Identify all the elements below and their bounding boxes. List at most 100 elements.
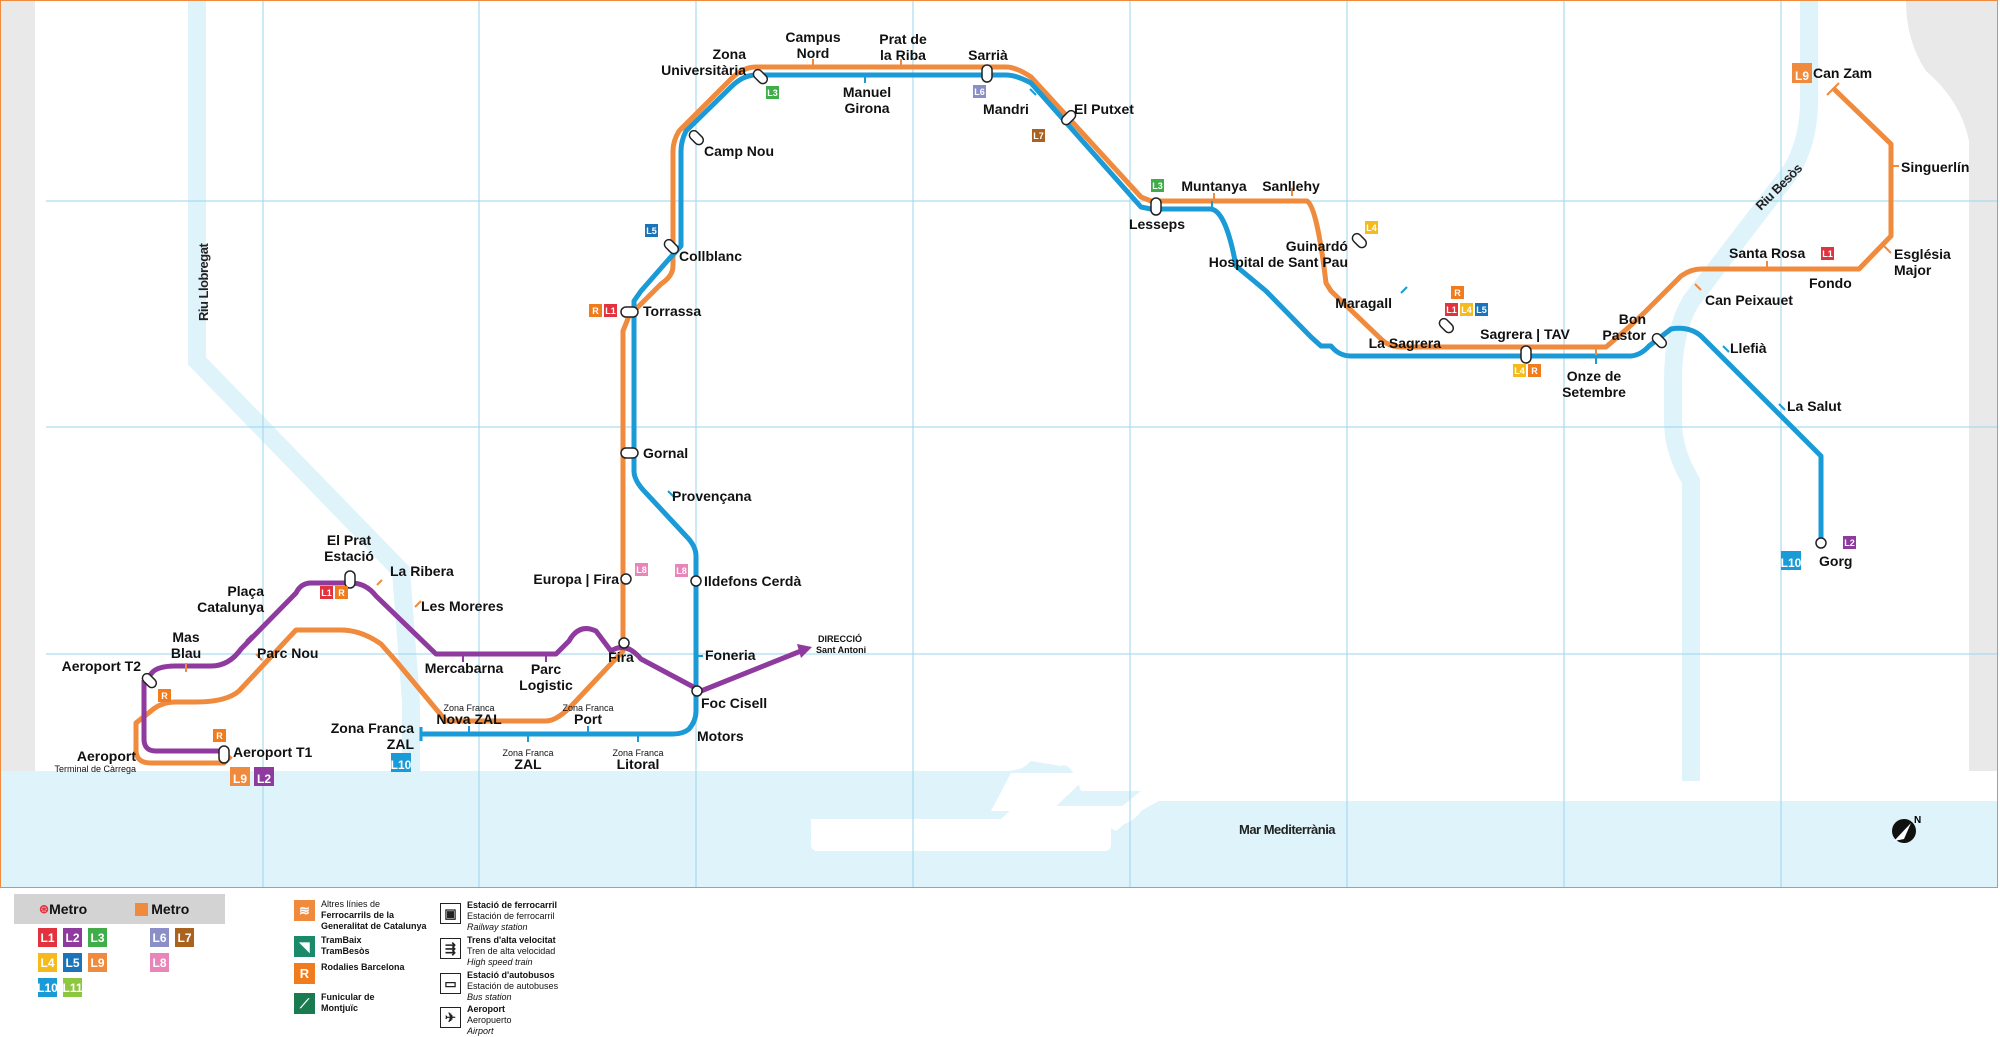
station-label-zona-universitaria[interactable]: Universitària <box>661 62 746 78</box>
station-label-singuerlin[interactable]: Singuerlín <box>1901 159 1969 175</box>
station-label-zona-universitaria[interactable]: Zona <box>713 46 747 62</box>
station-label-fira[interactable]: Fira <box>608 649 634 665</box>
station-label-onze-de-setembre[interactable]: Onze de <box>1567 368 1622 384</box>
station-label-camp-nou[interactable]: Camp Nou <box>704 143 774 159</box>
station-label-zona-franca-zal[interactable]: Zona Franca <box>331 720 414 736</box>
direction-line1: DIRECCIÓ <box>818 633 862 644</box>
line-badge-l3: L3 <box>766 86 779 99</box>
land-right-low <box>1969 396 1997 776</box>
station-label-aeroport-t1[interactable]: Aeroport T1 <box>233 744 313 760</box>
svg-text:L1: L1 <box>605 306 616 316</box>
station-label-provencana[interactable]: Provençana <box>672 488 752 504</box>
station-label-prat-de-la-riba[interactable]: la Riba <box>880 47 926 63</box>
line-badge-r: R <box>158 689 171 702</box>
station-label-lesseps[interactable]: Lesseps <box>1129 216 1185 232</box>
station-label-sagrera-tav[interactable]: Sagrera | TAV <box>1480 326 1570 342</box>
station-label-foneria[interactable]: Foneria <box>705 647 756 663</box>
station-label-llefia[interactable]: Llefià <box>1730 340 1767 356</box>
legend-badge-l7: L7 <box>175 928 194 947</box>
station-label-foc-cisell[interactable]: Foc Cisell <box>701 695 767 711</box>
station-label-les-moreres[interactable]: Les Moreres <box>421 598 504 614</box>
station-label-maragall[interactable]: Maragall <box>1335 295 1392 311</box>
svg-text:R: R <box>161 691 168 701</box>
svg-text:R: R <box>1531 366 1538 376</box>
station-label-ildefons-cerda[interactable]: Ildefons Cerdà <box>704 573 801 589</box>
line-badge-l4: L4 <box>1513 364 1526 377</box>
station-label-muntanya[interactable]: Muntanya <box>1181 178 1247 194</box>
station-label-parc-logistic[interactable]: Parc <box>531 661 562 677</box>
station-label-gornal[interactable]: Gornal <box>643 445 688 461</box>
interchanges <box>141 64 1668 764</box>
station-label-prat-de-la-riba[interactable]: Prat de <box>879 31 927 47</box>
station-label-la-ribera[interactable]: La Ribera <box>390 563 454 579</box>
station-label-guinardo[interactable]: Guinardó <box>1286 238 1348 254</box>
station-label-mas-blau[interactable]: Blau <box>171 645 201 661</box>
station-label-zal[interactable]: ZAL <box>514 756 542 772</box>
station-label-sarria[interactable]: Sarrià <box>968 47 1008 63</box>
station-label-esglesia-major[interactable]: Major <box>1894 262 1932 278</box>
station-label-campus-nord[interactable]: Campus <box>785 29 840 45</box>
legend-badge-l10: L10 <box>37 978 58 997</box>
svg-text:L9: L9 <box>1795 69 1809 83</box>
station-label-el-prat-estacio[interactable]: El Prat <box>327 532 372 548</box>
fgc-metro-icon <box>135 902 149 916</box>
line-badge-r: R <box>589 304 602 317</box>
station-label-sanllehy[interactable]: Sanllehy <box>1262 178 1320 194</box>
line-badge-l4: L4 <box>1365 221 1378 234</box>
legend-badge-l9: L9 <box>88 953 107 972</box>
station-label-aeroport[interactable]: Aeroport <box>77 748 136 764</box>
station-label-collblanc[interactable]: Collblanc <box>679 248 742 264</box>
direction-line2: Sant Antoni <box>816 645 866 655</box>
station-label-litoral[interactable]: Litoral <box>617 756 660 772</box>
north-label: N <box>1914 815 1921 826</box>
legend-funicular-icon: ⟋ <box>294 993 315 1014</box>
port-land <box>811 771 1997 826</box>
line-badge-l10: L10 <box>391 753 412 772</box>
station-label-gorg[interactable]: Gorg <box>1819 553 1852 569</box>
svg-text:L1: L1 <box>1822 249 1833 259</box>
station-label-esglesia-major[interactable]: Església <box>1894 246 1951 262</box>
station-label-motors[interactable]: Motors <box>697 728 744 744</box>
station-label-placa-catalunya[interactable]: Catalunya <box>197 599 264 615</box>
svg-text:L4: L4 <box>1514 366 1525 376</box>
station-label-bon-pastor[interactable]: Pastor <box>1602 327 1646 343</box>
svg-text:L4: L4 <box>1461 305 1472 315</box>
station-label-nova-zal[interactable]: Nova ZAL <box>436 711 502 727</box>
station-label-can-zam[interactable]: Can Zam <box>1813 65 1872 81</box>
legend-badge-l5: L5 <box>63 953 82 972</box>
station-label-port[interactable]: Port <box>574 711 602 727</box>
station-label-parc-logistic[interactable]: Logistic <box>519 677 573 693</box>
station-label-can-peixauet[interactable]: Can Peixauet <box>1705 292 1793 308</box>
station-label-parc-nou[interactable]: Parc Nou <box>257 645 318 661</box>
station-label-el-putxet[interactable]: El Putxet <box>1074 101 1134 117</box>
station-label-placa-catalunya[interactable]: Plaça <box>227 583 264 599</box>
station-label-guinardo[interactable]: Hospital de Sant Pau <box>1209 254 1348 270</box>
legend-badge-l8: L8 <box>150 953 169 972</box>
station-label-mas-blau[interactable]: Mas <box>172 629 199 645</box>
line-badge-l2: L2 <box>1843 536 1856 549</box>
station-label-onze-de-setembre[interactable]: Setembre <box>1562 384 1626 400</box>
station-label-europa-fira[interactable]: Europa | Fira <box>533 571 619 587</box>
station-label-santa-rosa[interactable]: Santa Rosa <box>1729 245 1805 261</box>
station-label-manuel-girona[interactable]: Girona <box>844 100 889 116</box>
svg-text:L4: L4 <box>1366 223 1377 233</box>
legend-badge-l11: L11 <box>63 978 83 997</box>
station-label-zona-franca-zal[interactable]: ZAL <box>387 736 415 752</box>
station-label-mandri[interactable]: Mandri <box>983 101 1029 117</box>
station-label-campus-nord[interactable]: Nord <box>797 45 830 61</box>
line-badge-l6: L6 <box>973 85 986 98</box>
legend-rodalies-icon: R <box>294 963 315 984</box>
station-label-aeroport-t2[interactable]: Aeroport T2 <box>62 658 142 674</box>
station-label-la-salut[interactable]: La Salut <box>1787 398 1842 414</box>
station-label-bon-pastor[interactable]: Bon <box>1619 311 1646 327</box>
station-label-mercabarna[interactable]: Mercabarna <box>425 660 504 676</box>
station-label-torrassa[interactable]: Torrassa <box>643 303 701 319</box>
station-label-la-sagrera[interactable]: La Sagrera <box>1369 335 1442 351</box>
station-label-manuel-girona[interactable]: Manuel <box>843 84 891 100</box>
station-label-fondo[interactable]: Fondo <box>1809 275 1852 291</box>
station-label-el-prat-estacio[interactable]: Estació <box>324 548 374 564</box>
